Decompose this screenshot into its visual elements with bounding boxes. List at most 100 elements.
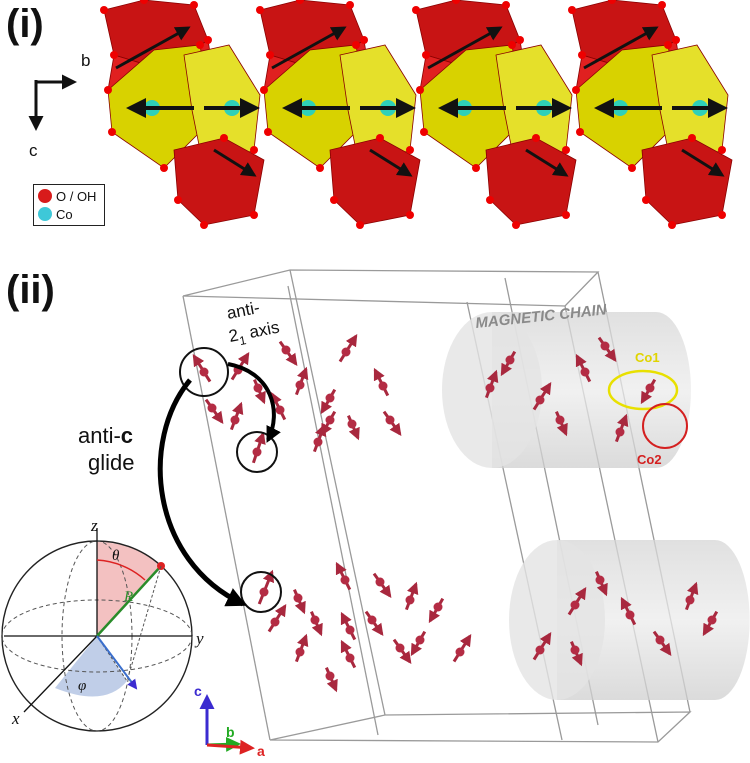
spin-site	[655, 635, 665, 645]
oxygen-atom	[190, 1, 198, 9]
spin-site	[615, 427, 625, 437]
moment-arrow	[213, 148, 257, 177]
anti-c-label-glide: glide	[88, 450, 134, 475]
svg-text:anti-c: anti-c	[78, 423, 133, 448]
cell-axis-c-label: c	[194, 683, 202, 699]
spherical-coordinate-diagram	[1, 528, 193, 732]
spin-site	[325, 671, 335, 681]
spin-site	[347, 419, 357, 429]
oxygen-atom	[406, 146, 414, 154]
oxygen-atom	[352, 41, 360, 49]
oxygen-atom	[196, 41, 204, 49]
oxygen-atom	[512, 221, 520, 229]
spin-site	[505, 355, 515, 365]
oxygen-atom	[260, 86, 268, 94]
spin-site	[685, 595, 695, 605]
spin-site	[199, 367, 209, 377]
origin-spin-circle	[179, 347, 229, 397]
legend-label-co: Co	[56, 206, 73, 222]
spin-site	[375, 577, 385, 587]
moment-arrow	[583, 26, 659, 70]
spin-site	[207, 403, 217, 413]
oxygen-atom	[264, 128, 272, 136]
oxygen-atom	[628, 164, 636, 172]
co1-ring	[607, 369, 679, 411]
spin-site	[345, 653, 355, 663]
oxygen-atom	[562, 211, 570, 219]
anti-c-label-c: c	[121, 423, 133, 448]
spin-site	[295, 380, 305, 390]
spin-site	[385, 415, 395, 425]
oxygen-atom	[718, 146, 726, 154]
oxygen-atom	[220, 134, 228, 142]
moment-arrow	[681, 148, 725, 177]
spin-site	[378, 381, 388, 391]
oxygen-atom	[266, 51, 274, 59]
oxygen-atom	[664, 41, 672, 49]
co2-label: Co2	[637, 452, 662, 467]
anti-21-label-rest: axis	[243, 318, 281, 343]
oxygen-atom	[562, 146, 570, 154]
oxygen-atom	[110, 51, 118, 59]
svg-text:21 axis: 21 axis	[227, 318, 282, 350]
spin-site	[340, 575, 350, 585]
oxygen-atom	[376, 134, 384, 142]
oxygen-atom	[576, 128, 584, 136]
moment-arrow	[271, 26, 347, 70]
spin-site	[645, 383, 655, 393]
oxygen-atom	[658, 1, 666, 9]
oxygen-atom	[250, 146, 258, 154]
sphere-r-label: R	[123, 589, 133, 605]
spin-site	[555, 415, 565, 425]
oxygen-atom	[568, 6, 576, 14]
spin-site	[570, 645, 580, 655]
cell-axis-b-label: b	[226, 724, 235, 740]
oxygen-atom	[100, 6, 108, 14]
oxygen-atom	[412, 6, 420, 14]
spin-site	[395, 643, 405, 653]
oxygen-atom	[250, 211, 258, 219]
sphere-z-label: z	[90, 516, 98, 535]
oxygen-atom	[608, 0, 616, 4]
spin-site	[295, 647, 305, 657]
co2-ring	[642, 403, 688, 449]
cobalt-swatch-icon	[38, 207, 52, 221]
panel-ii-label: (ii)	[6, 268, 55, 312]
moment-arrow	[369, 148, 413, 177]
polyhedra-chain	[100, 0, 733, 229]
oxygen-atom	[420, 128, 428, 136]
oxygen-atom	[472, 164, 480, 172]
oxygen-atom	[532, 134, 540, 142]
anti-21-target-circle	[236, 431, 278, 473]
oxygen-atom	[296, 0, 304, 4]
axis-c-label: c	[29, 141, 38, 160]
spin-site	[485, 383, 495, 393]
oxygen-atom	[502, 1, 510, 9]
oxygen-atom	[200, 221, 208, 229]
oxygen-atom	[578, 51, 586, 59]
oxygen-atom	[718, 211, 726, 219]
oxygen-atom	[672, 36, 680, 44]
oxygen-atom	[104, 86, 112, 94]
spin-site	[230, 415, 240, 425]
oxygen-atom	[256, 6, 264, 14]
oxygen-atom	[360, 36, 368, 44]
oxygen-atom	[160, 164, 168, 172]
spin-site	[252, 447, 262, 457]
spin-site	[325, 393, 335, 403]
oxygen-atom	[330, 196, 338, 204]
oxygen-atom	[452, 0, 460, 4]
cell-axes	[199, 694, 255, 755]
oxygen-atom	[668, 221, 676, 229]
spin-site	[270, 617, 280, 627]
oxygen-atom	[508, 41, 516, 49]
oxygen-atom	[416, 86, 424, 94]
axes-bc	[28, 74, 77, 131]
moment-arrow	[115, 26, 191, 70]
oxygen-atom	[486, 196, 494, 204]
moment-arrow	[427, 26, 503, 70]
co1-label: Co1	[635, 350, 660, 365]
spin-site	[313, 437, 323, 447]
anti-21-label-sub: 1	[238, 333, 248, 348]
